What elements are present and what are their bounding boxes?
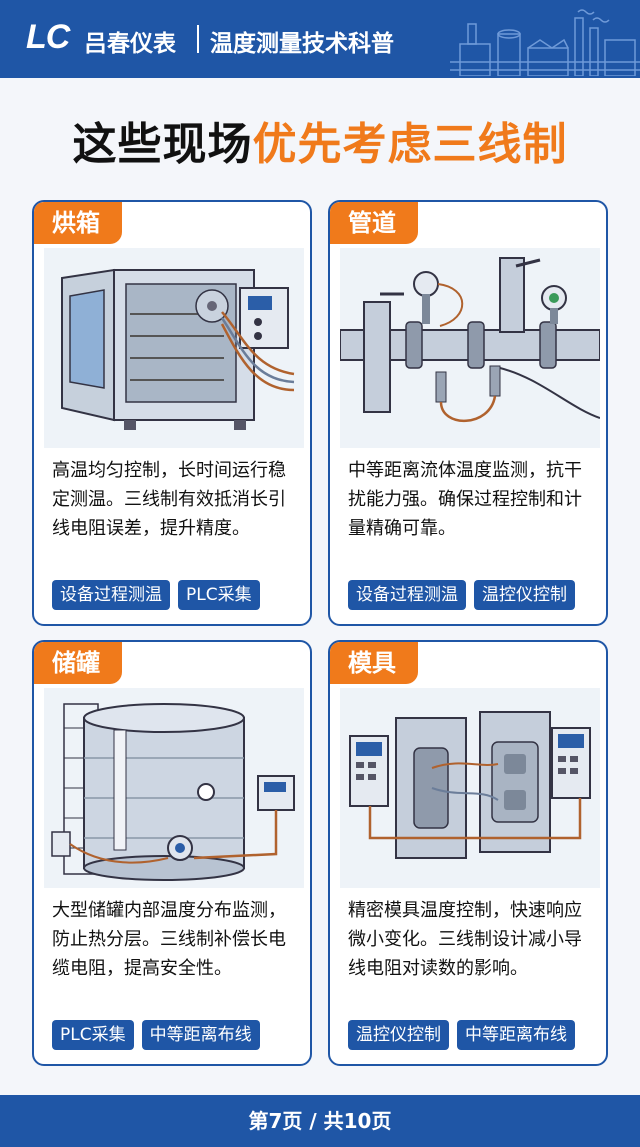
pipeline-icon	[340, 248, 600, 448]
page-indicator: 第7页 / 共10页	[0, 1095, 640, 1147]
factory-skyline-icon	[450, 9, 640, 76]
card-description: 精密模具温度控制，快速响应微小变化。三线制设计减小导线电阻对读数的影响。	[348, 900, 582, 979]
tag-list: 设备过程测温 PLC采集	[52, 580, 300, 610]
card-title: 模具	[330, 642, 418, 684]
brand-logo: LC	[26, 18, 70, 56]
mold-icon	[340, 688, 600, 888]
header-bar: LC 吕春仪表 温度测量技术科普	[0, 0, 640, 78]
card-description: 高温均匀控制，长时间运行稳定测温。三线制有效抵消长引线电阻误差，提升精度。	[52, 460, 286, 539]
card-title: 烘箱	[34, 202, 122, 244]
tag-badge: 设备过程测温	[52, 580, 170, 610]
tag-badge: PLC采集	[52, 1020, 134, 1050]
card-oven: 烘箱 高温均匀控制，长时间运行稳定测温。三线制有效抵消长引线电阻误差，提升精度。…	[32, 200, 312, 626]
storage-tank-icon	[44, 688, 304, 888]
oven-icon	[44, 248, 304, 448]
title-part-orange: 优先考虑三线制	[252, 119, 568, 170]
tag-list: 温控仪控制 中等距离布线	[348, 1020, 596, 1050]
card-description: 中等距离流体温度监测，抗干扰能力强。确保过程控制和计量精确可靠。	[348, 460, 582, 539]
header-subtitle: 温度测量技术科普	[210, 31, 394, 57]
tag-badge: PLC采集	[178, 580, 260, 610]
page-title: 这些现场优先考虑三线制	[0, 108, 640, 172]
tag-badge: 温控仪控制	[348, 1020, 449, 1050]
card-pipeline: 管道 中等距离流体温度监测，抗干扰能力强。确保过程控制和计量精确可靠。 设备过程…	[328, 200, 608, 626]
header-divider	[197, 25, 199, 53]
tag-list: PLC采集 中等距离布线	[52, 1020, 300, 1050]
tag-badge: 中等距离布线	[141, 1020, 260, 1050]
tag-badge: 中等距离布线	[457, 1020, 575, 1050]
card-title: 储罐	[34, 642, 122, 684]
card-title: 管道	[330, 202, 418, 244]
card-description: 大型储罐内部温度分布监测，防止热分层。三线制补偿长电缆电阻，提高安全性。	[52, 900, 286, 979]
card-mold: 模具 精密模具温度控制，快速响应微小变化。三线制设计减小导线电阻对读数的影响。 …	[328, 640, 608, 1066]
tag-badge: 温控仪控制	[474, 580, 575, 610]
brand-name: 吕春仪表	[84, 31, 176, 57]
tag-badge: 设备过程测温	[348, 580, 466, 610]
title-part-black: 这些现场	[72, 119, 253, 170]
card-tank: 储罐 大型储罐内部温度分布监测，防止热分层。三线制补偿长电缆电阻，提高安全性。 …	[32, 640, 312, 1066]
tag-list: 设备过程测温 温控仪控制	[348, 580, 596, 610]
